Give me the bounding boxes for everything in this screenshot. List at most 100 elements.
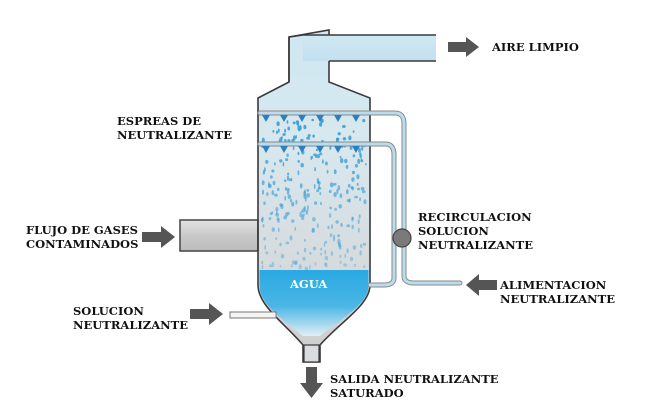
droplet xyxy=(311,228,316,233)
droplet xyxy=(338,204,343,209)
droplet xyxy=(280,253,285,259)
droplet xyxy=(360,186,365,191)
droplet xyxy=(337,234,341,238)
droplet xyxy=(351,170,356,175)
droplet xyxy=(276,130,278,135)
droplet xyxy=(314,167,316,172)
droplet xyxy=(339,260,342,265)
droplet xyxy=(363,199,367,205)
droplet xyxy=(339,254,342,258)
droplet xyxy=(279,159,283,163)
droplet xyxy=(271,169,275,173)
droplet xyxy=(277,227,280,233)
label-aire-limpio: AIRE LIMPIO xyxy=(492,40,579,54)
droplet xyxy=(360,244,363,248)
droplet xyxy=(312,217,316,222)
droplet xyxy=(334,207,337,211)
droplet xyxy=(270,175,273,179)
droplet xyxy=(342,125,346,128)
spray-droplets xyxy=(260,118,367,271)
droplet xyxy=(351,224,354,230)
droplet xyxy=(335,137,339,143)
droplet xyxy=(337,185,340,191)
droplet xyxy=(337,241,341,246)
droplet xyxy=(318,184,320,189)
droplet xyxy=(284,186,287,191)
droplet xyxy=(291,201,295,207)
droplet xyxy=(345,189,349,195)
droplet xyxy=(340,222,343,227)
droplet xyxy=(319,192,322,196)
droplet xyxy=(327,225,330,230)
droplet xyxy=(311,155,314,159)
clean-air-outlet-duct xyxy=(303,35,436,61)
droplet xyxy=(352,154,356,158)
droplet xyxy=(294,261,298,266)
droplet xyxy=(320,247,323,251)
droplet xyxy=(316,223,319,229)
droplet xyxy=(360,159,364,163)
droplet xyxy=(292,121,296,125)
droplet xyxy=(328,189,332,194)
droplet xyxy=(264,244,267,251)
spray-manifolds xyxy=(257,110,463,288)
droplet xyxy=(261,218,264,222)
droplet xyxy=(319,122,323,127)
droplet xyxy=(294,226,297,231)
droplet xyxy=(330,251,334,256)
droplet xyxy=(262,223,265,228)
droplet xyxy=(262,189,264,195)
droplet xyxy=(277,128,280,133)
arrow-aire-limpio xyxy=(448,37,479,57)
droplet xyxy=(271,190,275,196)
droplet xyxy=(348,135,352,141)
droplet xyxy=(339,155,342,159)
droplet xyxy=(349,256,354,262)
nozzle xyxy=(352,115,360,122)
droplet xyxy=(356,182,359,186)
droplet xyxy=(323,242,326,247)
droplet xyxy=(276,121,280,126)
droplet xyxy=(329,206,333,210)
recirculation-pump xyxy=(392,228,412,248)
droplet xyxy=(290,264,293,268)
label-alimentacion: ALIMENTACION NEUTRALIZANTE xyxy=(500,278,615,306)
droplet xyxy=(324,240,328,244)
droplet xyxy=(307,205,309,211)
droplet xyxy=(284,139,287,142)
droplet xyxy=(271,227,275,233)
droplet xyxy=(306,188,309,192)
label-salida: SALIDA NEUTRALIZANTE SATURADO xyxy=(330,372,499,400)
water-basin xyxy=(259,270,369,336)
droplet xyxy=(305,209,309,215)
droplet xyxy=(347,183,351,188)
droplet xyxy=(268,264,273,268)
bottom-drain xyxy=(303,344,320,363)
droplet xyxy=(284,179,287,182)
droplet xyxy=(349,146,353,150)
droplet xyxy=(333,182,337,186)
droplet xyxy=(279,264,282,268)
droplet xyxy=(316,178,320,184)
droplet xyxy=(261,260,264,265)
droplet xyxy=(275,207,279,212)
droplet xyxy=(297,170,300,176)
droplet xyxy=(362,119,366,123)
droplet xyxy=(261,180,265,186)
droplet xyxy=(362,242,366,246)
droplet xyxy=(283,215,288,220)
arrow-alimentacion xyxy=(466,274,497,296)
droplet xyxy=(285,158,289,162)
droplet xyxy=(326,169,329,174)
droplet xyxy=(296,251,299,255)
droplet xyxy=(297,124,300,131)
arrow-flujo-gases xyxy=(142,226,175,248)
droplet xyxy=(357,187,360,191)
droplet xyxy=(302,256,306,261)
droplet xyxy=(333,237,335,242)
droplet xyxy=(265,251,269,255)
droplet xyxy=(352,130,355,134)
droplet xyxy=(272,130,275,133)
droplet xyxy=(338,244,342,250)
